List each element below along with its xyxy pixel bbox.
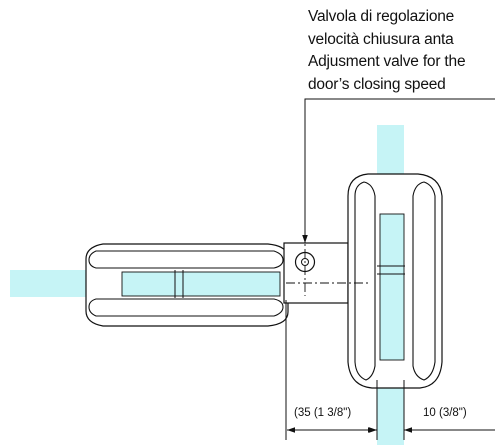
left-clamp-lower-plate xyxy=(88,298,284,317)
callout-line-english-1: Adjusment valve for the xyxy=(308,53,466,70)
left-clamp-upper-plate xyxy=(88,250,284,269)
right-clamp-left-plate xyxy=(354,181,376,381)
callout-line-italian-1: Valvola di regolazione xyxy=(308,8,455,25)
dimension-label-35-value: 35 (1 3/8") xyxy=(298,407,351,419)
dimension-label-35-open-paren: ( xyxy=(294,407,298,419)
left-clamp-glass-insert xyxy=(121,271,281,297)
callout-line-italian-2: velocità chiusura anta xyxy=(308,30,454,48)
dimension-label-35: (35 (1 3/8") xyxy=(294,407,351,419)
right-clamp-glass-insert xyxy=(379,213,405,361)
dimension-label-10: 10 (3/8") xyxy=(423,407,467,419)
callout-line-english-2: door’s closing speed xyxy=(308,75,446,93)
valve-leader-line xyxy=(302,98,495,243)
valve-callout-text: Valvola di regolazione velocità chiusura… xyxy=(308,6,498,96)
hinge-center-block xyxy=(283,242,349,304)
right-clamp-right-plate xyxy=(412,181,436,381)
